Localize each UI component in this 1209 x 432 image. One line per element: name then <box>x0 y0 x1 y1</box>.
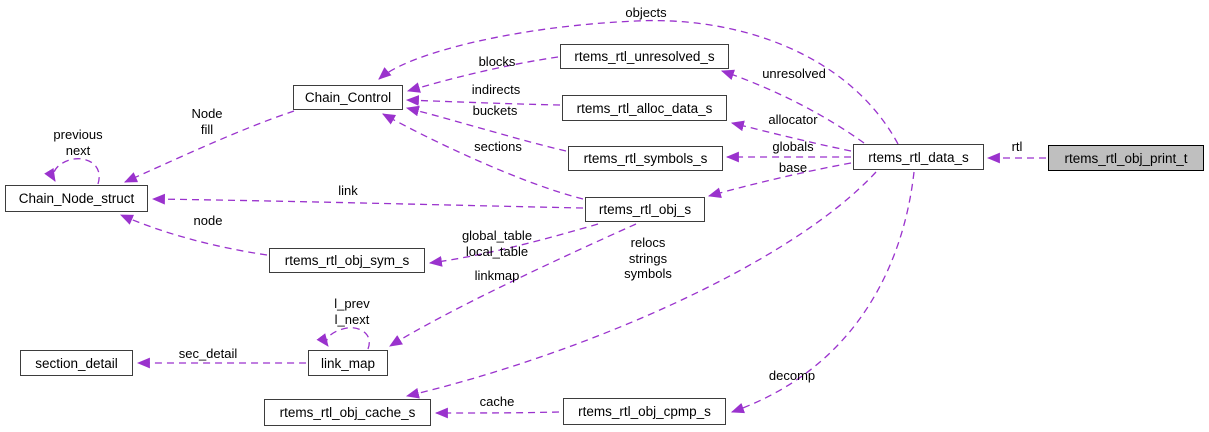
node-rtems-rtl-symbols-s[interactable]: rtems_rtl_symbols_s <box>568 146 723 171</box>
edge-blocks <box>406 56 559 93</box>
edge-label-cache: cache <box>479 394 515 409</box>
node-rtems-rtl-obj-s[interactable]: rtems_rtl_obj_s <box>585 197 705 222</box>
edge-label-blocks: blocks <box>478 54 516 69</box>
edge-previous-next-self-loop <box>44 158 100 185</box>
edge-buckets <box>405 105 567 152</box>
edge-allocator <box>730 120 852 152</box>
edge-label-lnext: l_next <box>334 311 370 327</box>
edge-link <box>151 193 584 209</box>
node-rtems-rtl-obj-sym-s[interactable]: rtems_rtl_obj_sym_s <box>269 248 425 273</box>
edge-label-link: link <box>338 183 358 198</box>
edge-label-unresolved: unresolved <box>762 66 826 81</box>
edge-indirects <box>405 95 561 106</box>
edge-label-node-fill-line1: Node <box>191 106 223 121</box>
edge-relocs-strings-symbols <box>405 171 877 399</box>
edge-label-decomp: decomp <box>768 368 816 383</box>
edge-lprev-lnext-self-loop <box>316 327 370 350</box>
edge-label-node: node <box>193 213 223 228</box>
edge-label-node-fill-line2: fill <box>200 121 214 137</box>
edge-label-sec-detail: sec_detail <box>178 346 238 361</box>
node-rtems-rtl-obj-cpmp-s[interactable]: rtems_rtl_obj_cpmp_s <box>563 398 726 425</box>
edge-label-symbols: symbols <box>624 266 672 281</box>
edge-label-relocs: relocs <box>630 235 666 250</box>
edge-linkmap <box>389 223 637 347</box>
edge-label-sections: sections <box>474 139 522 154</box>
node-section-detail[interactable]: section_detail <box>20 350 133 376</box>
edge-label-global-table: global_table <box>461 228 533 243</box>
node-rtems-rtl-obj-cache-s[interactable]: rtems_rtl_obj_cache_s <box>264 399 431 426</box>
edge-label-strings: strings <box>628 250 668 266</box>
edge-label-lprev: l_prev <box>334 296 370 311</box>
node-chain-node-struct[interactable]: Chain_Node_struct <box>5 185 148 212</box>
node-link-map[interactable]: link_map <box>308 350 388 376</box>
node-rtems-rtl-data-s[interactable]: rtems_rtl_data_s <box>853 144 984 170</box>
edge-objects <box>378 19 899 145</box>
node-chain-control[interactable]: Chain_Control <box>293 85 403 110</box>
edge-label-previous-next: previous next <box>53 127 102 158</box>
edge-label-next: next <box>65 142 91 158</box>
edge-label-local-table: local_table <box>465 243 529 259</box>
edge-label-objects: objects <box>625 5 667 20</box>
node-rtems-rtl-obj-print-t: rtems_rtl_obj_print_t <box>1048 145 1204 171</box>
edge-base <box>707 162 852 199</box>
edge-label-global-local-table: global_table local_table <box>462 228 532 259</box>
edge-label-globals: globals <box>772 139 814 154</box>
edge-label-base: base <box>778 160 808 175</box>
edge-unresolved <box>720 69 865 144</box>
edge-label-allocator: allocator <box>768 112 818 127</box>
edge-label-linkmap: linkmap <box>474 268 520 283</box>
edge-sections <box>382 113 584 200</box>
edge-label-relocs-strings-symbols: relocs strings symbols <box>624 235 672 282</box>
edge-label-indirects: indirects <box>471 82 521 97</box>
node-rtems-rtl-alloc-data-s[interactable]: rtems_rtl_alloc_data_s <box>562 95 727 121</box>
edge-label-lprev-lnext: l_prev l_next <box>334 296 369 327</box>
edge-global-local-table <box>428 223 599 267</box>
edge-label-buckets: buckets <box>472 103 518 118</box>
edge-label-previous: previous <box>53 127 103 142</box>
node-rtems-rtl-unresolved-s[interactable]: rtems_rtl_unresolved_s <box>560 44 729 69</box>
edge-decomp <box>730 171 915 414</box>
edge-label-node-fill: Node fill <box>191 106 222 137</box>
edge-label-rtl: rtl <box>1011 139 1023 154</box>
edge-node <box>120 214 268 256</box>
edge-cache <box>434 407 560 419</box>
